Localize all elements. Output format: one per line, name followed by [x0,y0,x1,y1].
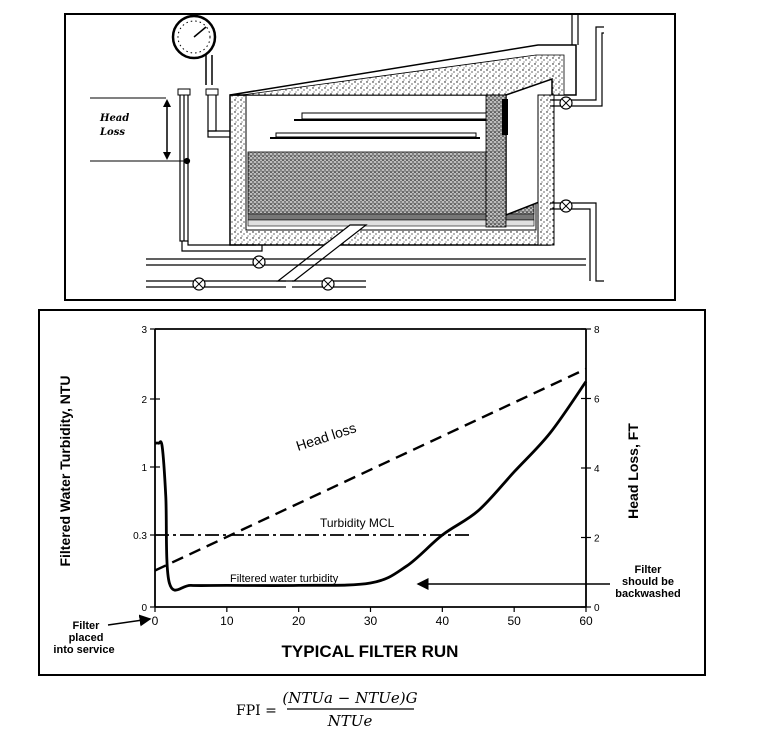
bottom-piping [146,241,586,288]
formula-denominator: NTUe [327,712,373,730]
x-tick-label-6: 60 [579,614,593,628]
filter-placed-annotation: Filter placed into service [53,614,152,656]
x-tick-label-5: 50 [507,614,521,628]
valve-icon-bottom-2 [192,277,206,291]
x-tick-label-4: 40 [436,614,450,628]
filter-run-chart: Filtered Water Turbidity, NTU Head Loss,… [53,325,681,661]
right-tick-label-1: 2 [594,534,600,545]
right-tick-label-4: 8 [594,325,600,336]
filter-placed-text-1: Filter [73,620,101,632]
filter-backwash-annotation: Filter should be backwashed [416,564,681,600]
left-tick-label-3: 2 [141,395,147,406]
filter-backwash-text-2: should be [622,576,674,588]
left-tick-label-2: 1 [141,463,147,474]
right-tick-label-0: 0 [594,603,600,614]
left-tick-label-1: 0.3 [133,531,147,542]
left-tick-label-4: 3 [141,325,147,336]
filtered-water-turbidity-series-label: Filtered water turbidity [230,573,339,585]
right-axis-label: Head Loss, FT [625,423,641,519]
valve-icon-bottom-3 [321,277,335,291]
filter-placed-text-2: placed [69,632,104,644]
filter-diagram-panel: Head Loss [64,13,676,301]
filter-backwash-text-1: Filter [635,564,663,576]
x-axis-label: TYPICAL FILTER RUN [282,642,459,661]
series-line-2 [154,380,588,592]
right-tick-label-3: 6 [594,395,600,406]
head-loss-indicator: Head Loss [90,97,186,162]
filter-box [229,44,577,282]
x-tick-label-0: 0 [152,614,159,628]
valve-icon-bottom-1 [252,255,266,269]
valve-icon-lower-right [559,199,573,213]
filter-backwash-text-3: backwashed [615,588,680,600]
turbidity-mcl-series-label: Turbidity MCL [320,516,395,530]
right-tick-label-2: 4 [594,464,600,475]
piezometer-tubes [179,90,233,242]
head-loss-label-1: Head [99,113,129,124]
formula-lhs: FPI = [236,703,277,719]
filter-diagram: Head Loss [90,15,604,291]
x-tick-label-2: 20 [292,614,306,628]
series-line-0 [154,367,587,572]
x-tick-label-3: 30 [364,614,378,628]
head-loss-label-2: Loss [99,127,125,138]
chart-panel: Filtered Water Turbidity, NTU Head Loss,… [38,309,706,676]
pressure-gauge-icon [171,15,219,96]
head-loss-series-label: Head loss [294,419,358,453]
left-tick-label-0: 0 [141,603,147,614]
valve-icon-upper-right [559,96,573,110]
filter-placed-text-3: into service [53,644,114,656]
left-axis-label: Filtered Water Turbidity, NTU [57,375,73,566]
x-tick-label-1: 10 [220,614,234,628]
fpi-formula: FPI = (NTUa − NTUe)G NTUe [0,678,762,736]
formula-numerator: (NTUa − NTUe)G [282,689,417,707]
